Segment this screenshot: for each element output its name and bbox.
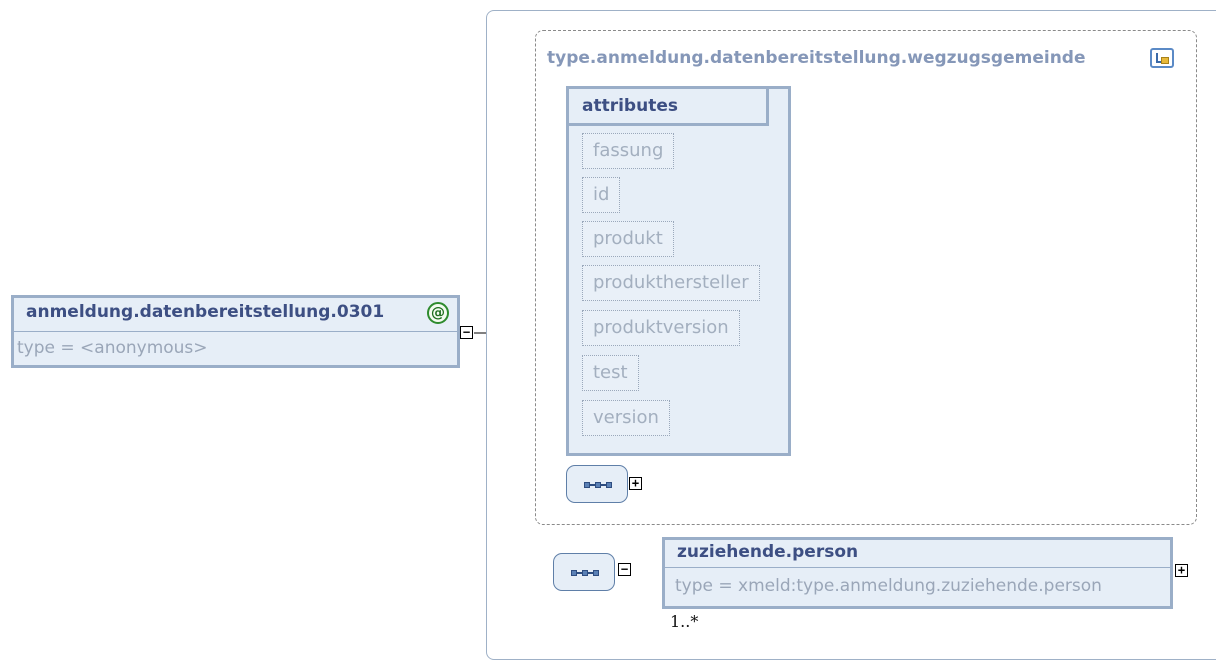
attributes-header — [566, 86, 769, 126]
expand-toggle[interactable]: + — [629, 477, 642, 490]
attribute-test[interactable]: test — [582, 355, 639, 391]
attribute-fassung[interactable]: fassung — [582, 133, 675, 169]
child-element[interactable] — [662, 537, 1173, 609]
root-element-name: anmeldung.datenbereitstellung.0301 — [26, 302, 385, 322]
cardinality-label: 1..* — [670, 612, 699, 631]
root-element-title-row — [14, 298, 457, 332]
collapse-toggle[interactable]: − — [618, 563, 631, 576]
complex-type-name: type.anmeldung.datenbereitstellung.wegzu… — [547, 48, 1086, 68]
attributes-header-label: attributes — [582, 96, 678, 116]
collapse-toggle[interactable]: − — [460, 326, 473, 339]
attribute-id[interactable]: id — [582, 177, 621, 213]
attribute-produkthersteller[interactable]: produkthersteller — [582, 265, 760, 301]
child-element-title-row — [665, 540, 1170, 568]
sequence-icon[interactable] — [553, 553, 615, 591]
annotation-icon[interactable]: @ — [427, 302, 449, 324]
child-element-type: type = xmeld:type.anmeldung.zuziehende.p… — [675, 576, 1102, 596]
attribute-version[interactable]: version — [582, 400, 670, 436]
sequence-icon[interactable] — [566, 465, 628, 503]
complex-type-group — [535, 30, 1197, 525]
child-element-name: zuziehende.person — [677, 542, 859, 562]
attribute-produkt[interactable]: produkt — [582, 221, 674, 257]
root-element-type: type = <anonymous> — [17, 338, 208, 358]
attribute-produktversion[interactable]: produktversion — [582, 310, 740, 346]
complex-type-icon[interactable] — [1150, 48, 1174, 68]
expand-toggle[interactable]: + — [1175, 564, 1188, 577]
